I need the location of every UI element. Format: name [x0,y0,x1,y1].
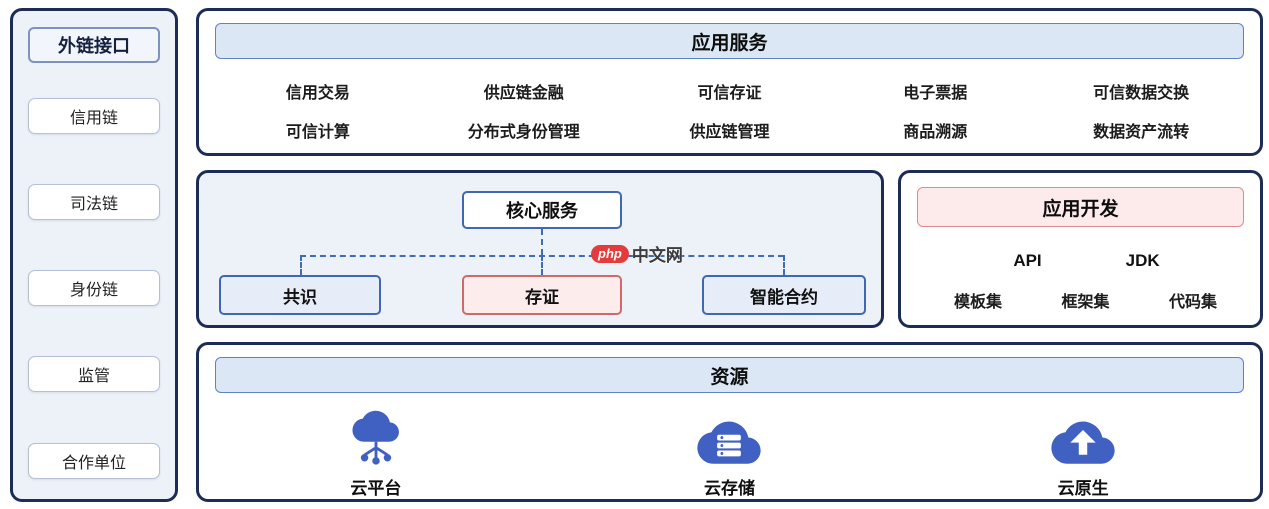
connector-drop-right [783,255,785,275]
sidebar-item-supervision: 监管 [28,356,160,392]
app-dev-row-2: 模板集 框架集 代码集 [954,288,1217,312]
connector-drop-middle [541,255,543,275]
service-item: 供应链管理 [689,124,770,141]
app-services-row-1: 信用交易 供应链金融 可信存证 电子票据 可信数据交换 [215,79,1244,103]
sidebar-title: 外链接口 [28,27,160,63]
app-dev-title: 应用开发 [917,187,1244,227]
service-item: 信用交易 [285,85,350,102]
connector-stem [541,229,543,255]
service-item: 供应链金融 [483,85,564,102]
resource-label: 云存储 [703,479,755,498]
resource-label: 云原生 [1057,479,1109,498]
service-item: 商品溯源 [903,124,968,141]
php-cn-watermark: php 中文网 [591,241,683,266]
resources-title: 资源 [215,357,1244,393]
sidebar-item-identity-chain: 身份链 [28,270,160,306]
service-item: 可信存证 [697,85,762,102]
service-item: 可信数据交换 [1093,85,1190,102]
connector-drop-left [300,255,302,275]
resource-cloud-native: 云原生 [973,403,1193,499]
php-badge: php [591,244,629,263]
core-services-title: 核心服务 [462,191,622,229]
cloud-native-icon [1051,403,1115,469]
app-dev-row-1: API JDK [907,251,1266,271]
dev-item-frameworks: 框架集 [1061,294,1110,311]
service-item: 数据资产流转 [1093,124,1190,141]
core-services-panel: 核心服务 共识 存证 智能合约 php 中文网 [196,170,884,328]
dev-item-templates: 模板集 [954,294,1003,311]
app-services-row-2: 可信计算 分布式身份管理 供应链管理 商品溯源 数据资产流转 [215,118,1244,142]
sidebar-item-judicial-chain: 司法链 [28,184,160,220]
app-dev-panel: 应用开发 API JDK 模板集 框架集 代码集 [898,170,1263,328]
service-item: 分布式身份管理 [467,124,580,141]
resource-label: 云平台 [350,479,402,498]
cloud-platform-icon [349,403,403,469]
sidebar-item-credit-chain: 信用链 [28,98,160,134]
core-node-consensus: 共识 [219,275,381,315]
cloud-storage-icon [697,403,762,469]
app-services-panel: 应用服务 信用交易 供应链金融 可信存证 电子票据 可信数据交换 可信计算 分布… [196,8,1263,156]
resources-panel: 资源 云平台 [196,342,1263,502]
resource-cloud-platform: 云平台 [266,403,486,499]
watermark-text: 中文网 [631,246,683,265]
core-node-smart-contract: 智能合约 [702,275,866,315]
service-item: 可信计算 [285,124,350,141]
dev-item-code-sets: 代码集 [1168,294,1217,311]
sidebar-item-partners: 合作单位 [28,443,160,479]
resource-cloud-storage: 云存储 [619,403,839,499]
service-item: 电子票据 [903,85,968,102]
resources-row: 云平台 云存储 [199,403,1260,499]
external-interface-panel: 外链接口 信用链 司法链 身份链 监管 合作单位 [10,8,178,502]
core-node-evidence: 存证 [462,275,622,315]
dev-item-jdk: JDK [1125,251,1160,270]
dev-item-api: API [1013,251,1042,270]
app-services-title: 应用服务 [215,23,1244,59]
